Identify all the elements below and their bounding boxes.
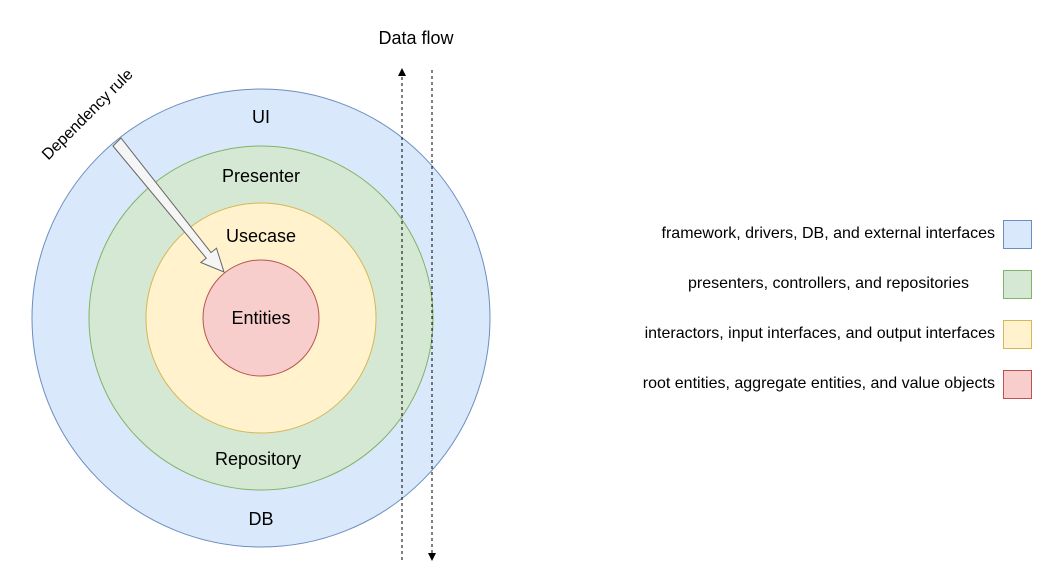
- legend-item-entities-layer: root entities, aggregate entities, and v…: [643, 368, 1032, 400]
- legend-swatch-yellow: [1003, 319, 1032, 349]
- legend-text: root entities, aggregate entities, and v…: [642, 375, 995, 392]
- legend-text: presenters, controllers, and repositorie…: [687, 275, 969, 292]
- repository-layer-label: Repository: [215, 449, 301, 469]
- entities-layer-label: Entities: [231, 308, 290, 328]
- legend-item-usecase-layer: interactors, input interfaces, and outpu…: [645, 318, 1032, 350]
- legend-item-ui-layer: framework, drivers, DB, and external int…: [662, 218, 1032, 250]
- legend-text: framework, drivers, DB, and external int…: [661, 225, 995, 242]
- ui-layer-label: UI: [252, 107, 270, 127]
- legend-swatch-red: [1003, 369, 1032, 399]
- legend-swatch-green: [1003, 269, 1032, 299]
- legend-swatch-blue: [1003, 219, 1032, 249]
- legend-text: interactors, input interfaces, and outpu…: [644, 325, 995, 342]
- dependency-rule-arrow: [112, 137, 225, 273]
- entities-layer-circle: [202, 259, 320, 377]
- presenter-layer-label: Presenter: [222, 166, 300, 186]
- usecase-layer-label: Usecase: [226, 226, 296, 246]
- legend-item-presenter-layer: presenters, controllers, and repositorie…: [688, 268, 1032, 300]
- data-flow-label: Data flow: [378, 28, 454, 48]
- db-layer-label: DB: [248, 509, 273, 529]
